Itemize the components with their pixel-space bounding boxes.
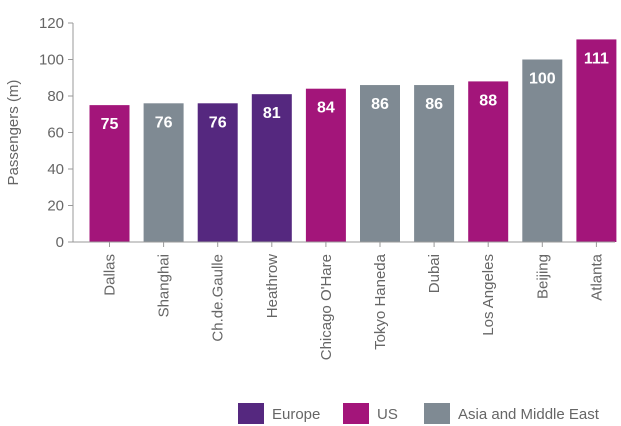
- legend-label: US: [377, 406, 398, 423]
- bar-value-label: 86: [425, 96, 443, 113]
- x-tick-label: Heathrow: [264, 254, 281, 318]
- bar-value-label: 76: [155, 114, 173, 131]
- y-tick-label: 120: [39, 15, 64, 32]
- y-tick-label: 0: [56, 234, 64, 251]
- x-tick-label: Dallas: [102, 254, 119, 296]
- y-tick-label: 100: [39, 52, 64, 69]
- x-tick-label: Ch.de.Gaulle: [210, 254, 227, 342]
- legend: Europe US Asia and Middle East: [238, 403, 600, 424]
- bar-value-label: 88: [479, 92, 497, 109]
- bar-value-label: 76: [209, 114, 227, 131]
- x-tick-label: Chicago O'Hare: [318, 254, 335, 360]
- legend-swatch: [343, 403, 369, 424]
- bar: [360, 85, 400, 242]
- x-tick-label: Atlanta: [588, 253, 605, 300]
- y-axis-title: Passengers (m): [5, 80, 22, 186]
- x-axis: Dallas Shanghai Ch.de.Gaulle Heathrow Chicag…: [73, 241, 615, 360]
- x-tick-label: Beijing: [534, 254, 551, 299]
- bar-value-label: 111: [584, 50, 609, 67]
- y-tick-label: 20: [47, 198, 64, 215]
- bar-value-label: 100: [529, 71, 556, 88]
- bar-value-label: 81: [263, 105, 281, 122]
- bar: [143, 103, 184, 242]
- x-tick-label: Tokyo Haneda: [372, 253, 389, 350]
- x-tick-label: Shanghai: [156, 254, 173, 317]
- bars: 75 76 76 81 84 86 86 88 100 111: [89, 39, 617, 243]
- bar-value-label: 84: [317, 100, 335, 117]
- y-tick-label: 40: [47, 161, 64, 178]
- legend-swatch: [424, 403, 450, 424]
- x-tick-label: Los Angeles: [480, 254, 497, 336]
- bar: [305, 88, 346, 242]
- bar: [576, 39, 617, 242]
- bar: [89, 105, 130, 242]
- bar: [468, 81, 509, 243]
- x-tick-label: Dubai: [426, 254, 443, 293]
- bar: [522, 59, 563, 242]
- legend-swatch: [238, 403, 264, 424]
- y-tick-label: 80: [47, 88, 64, 105]
- y-axis: 0 20 40 60 80 100 120: [39, 15, 74, 251]
- bar: [197, 103, 238, 242]
- bar: [251, 94, 292, 242]
- legend-label: Asia and Middle East: [458, 406, 600, 423]
- bar-value-label: 75: [101, 116, 119, 133]
- bar-value-label: 86: [371, 96, 389, 113]
- legend-label: Europe: [272, 406, 320, 423]
- bar: [414, 85, 455, 242]
- y-tick-label: 60: [47, 125, 64, 142]
